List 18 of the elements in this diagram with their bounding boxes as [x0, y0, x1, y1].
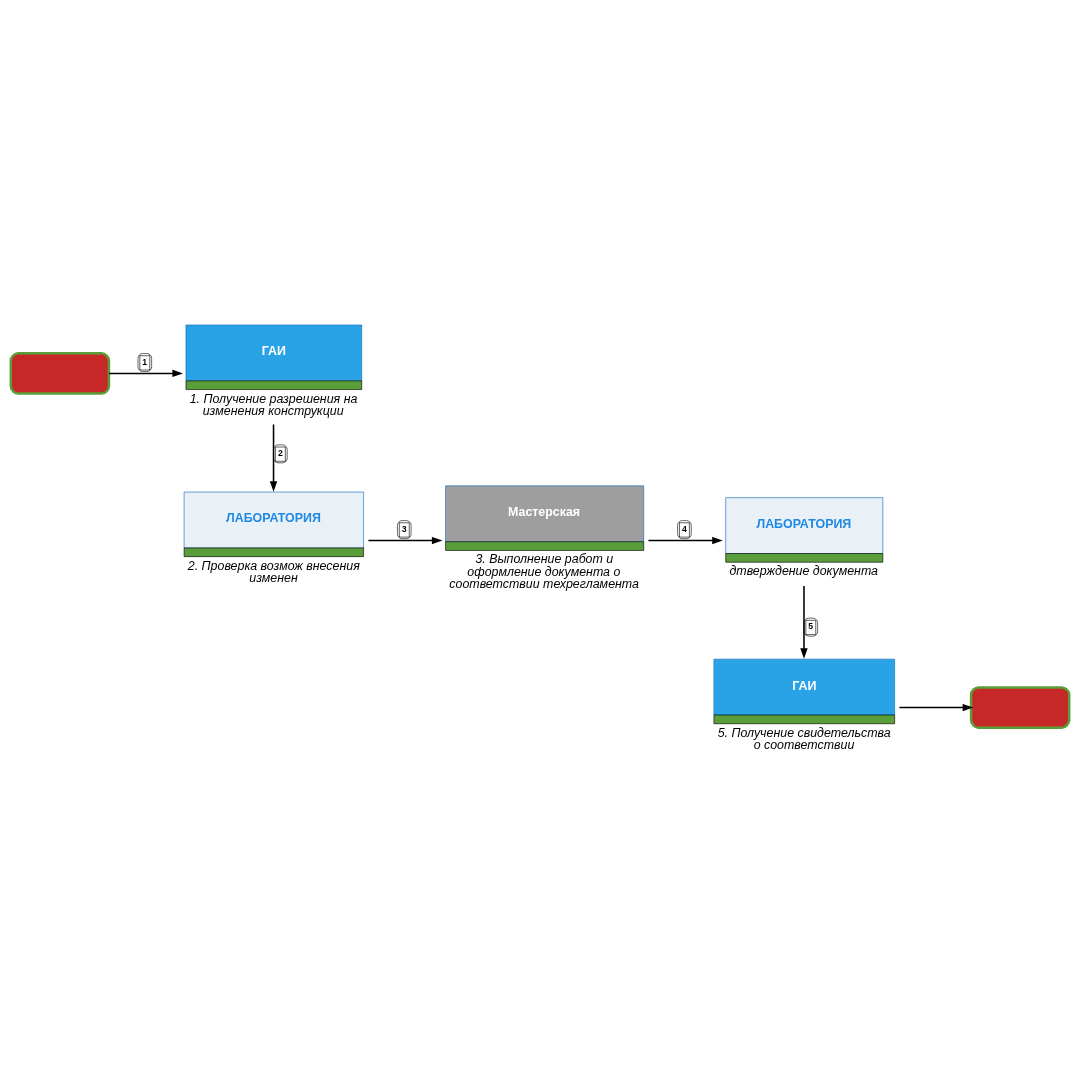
- arrow: [269, 423, 278, 492]
- node-label: 5. Получение свидетельства о соответствии: [717, 725, 891, 752]
- arrow: [647, 536, 723, 544]
- node-label: 3. Выполнение работ и оформление документа о соответствии техрегламента: [449, 551, 639, 591]
- node-box: [969, 685, 1071, 729]
- arrow: [898, 703, 974, 711]
- edge-label: 3: [401, 523, 407, 534]
- arrow: [108, 369, 183, 377]
- edge-label: 1: [142, 356, 148, 367]
- node-label: 1. Получение разрешения на изменения конструкции: [189, 391, 358, 418]
- node-label: 2. Проверка возмож внесения изменен: [187, 558, 360, 585]
- arrow: [800, 584, 808, 659]
- node-box: [9, 351, 111, 395]
- edge-label: 4: [681, 523, 687, 534]
- arrow: [367, 536, 443, 544]
- node-label: дтверждение документа: [729, 563, 879, 578]
- edge-label: 5: [808, 620, 814, 631]
- edge-label: 2: [277, 447, 283, 458]
